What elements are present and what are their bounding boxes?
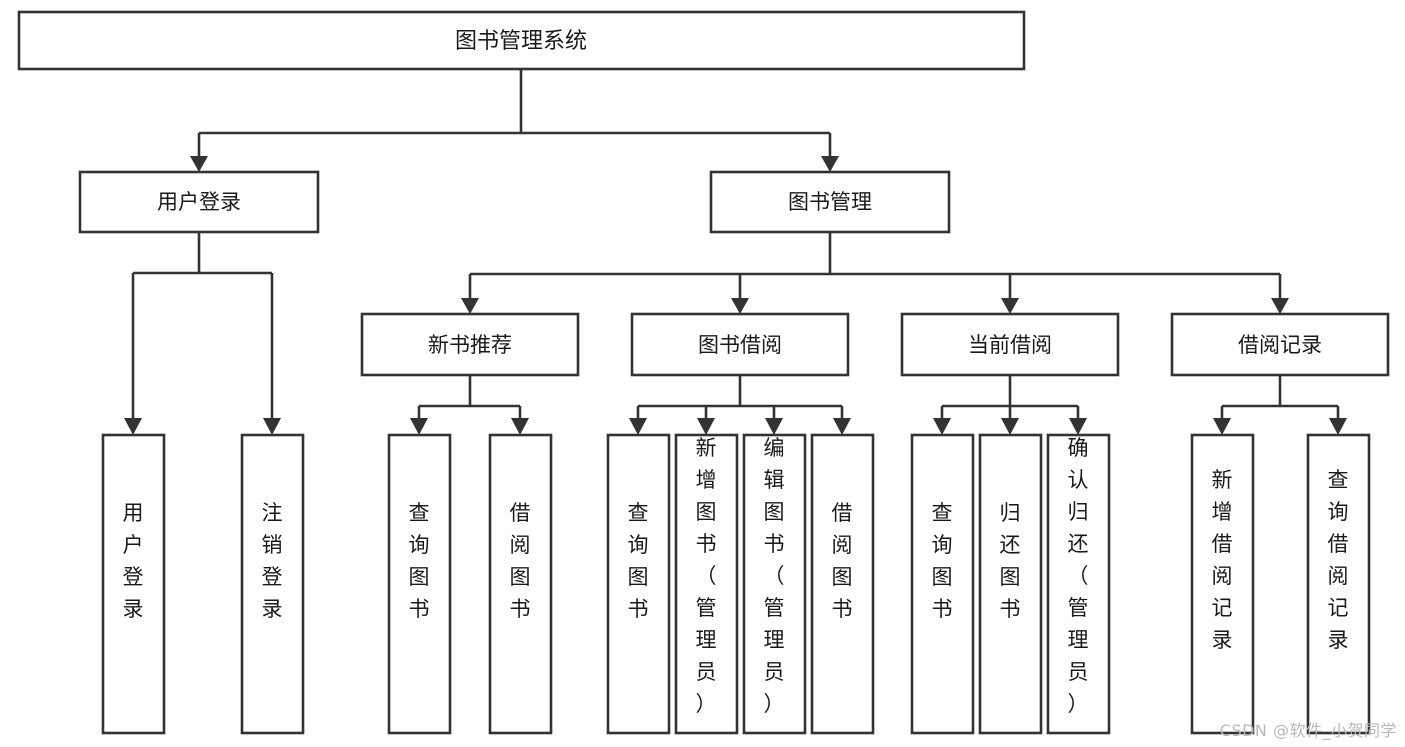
node-book-manage-label: 图书管理	[788, 190, 872, 214]
leaf-confirm-return-admin-box[interactable]	[1046, 433, 1111, 735]
leaf-edit-book-admin-box[interactable]	[742, 433, 807, 735]
csdn-watermark: CSDN @软件_小贺同学	[1219, 721, 1397, 740]
node-book-manage-box[interactable]	[709, 170, 951, 234]
leaf-logout-login-box[interactable]	[240, 433, 305, 735]
leaf-return-book-box[interactable]	[978, 433, 1043, 735]
node-new-book-recommend-box[interactable]	[360, 312, 580, 377]
leaf-user-login-box[interactable]	[101, 433, 166, 735]
leaf-add-book-admin-label: 新增图书（管理员）	[696, 436, 717, 716]
arrowhead-book-borrow	[731, 298, 749, 314]
node-book-manage[interactable]: 图书管理	[709, 170, 951, 234]
node-root[interactable]: 图书管理系统	[17, 10, 1026, 71]
arrowhead-leaf-user-login	[124, 418, 142, 435]
leaf-borrow-book-2-box[interactable]	[810, 433, 875, 735]
leaf-confirm-return-admin-label: 确认归还（管理员）	[1068, 436, 1089, 716]
arrowhead-leaf-borrow-book-1	[511, 418, 529, 435]
leaf-return-book[interactable]: 归还图书	[978, 433, 1043, 735]
node-user-login-box[interactable]	[78, 170, 320, 234]
arrowhead-leaf-query-book-3	[933, 418, 951, 435]
leaf-query-book-2-label: 查询图书	[628, 501, 649, 621]
arrowhead-leaf-query-book-1	[410, 418, 428, 435]
leaf-add-borrow-record[interactable]: 新增借阅记录	[1190, 433, 1255, 735]
node-borrow-record-label: 借阅记录	[1238, 333, 1322, 357]
node-user-login[interactable]: 用户登录	[78, 170, 320, 234]
node-root-label: 图书管理系统	[455, 29, 587, 54]
arrowhead-borrow-record	[1271, 298, 1289, 314]
leaf-edit-book-admin-label: 编辑图书（管理员）	[764, 436, 785, 716]
leaf-query-borrow-record-box[interactable]	[1306, 433, 1371, 735]
leaf-query-book-1[interactable]: 查询图书	[387, 433, 452, 735]
node-book-borrow-box[interactable]	[630, 312, 850, 377]
leaf-logout-login[interactable]: 注销登录	[240, 433, 305, 735]
arrowhead-leaf-query-borrow-record	[1329, 418, 1347, 435]
leaf-add-book-admin-box[interactable]	[674, 433, 739, 735]
leaf-borrow-book-2[interactable]: 借阅图书	[810, 433, 875, 735]
arrowhead-leaf-query-book-2	[629, 418, 647, 435]
leaf-add-borrow-record-label: 新增借阅记录	[1212, 468, 1233, 652]
leaf-query-book-3-label: 查询图书	[932, 501, 953, 621]
arrowhead-book-manage	[821, 156, 839, 172]
arrowhead-leaf-confirm-return-admin	[1069, 418, 1087, 435]
arrowhead-new-book-recommend	[461, 298, 479, 314]
node-book-borrow-label: 图书借阅	[698, 333, 782, 357]
arrowhead-user-login	[190, 156, 208, 172]
leaf-borrow-book-1[interactable]: 借阅图书	[488, 433, 553, 735]
leaf-query-book-3-box[interactable]	[910, 433, 975, 735]
arrowhead-current-borrow	[1001, 298, 1019, 314]
node-root-box[interactable]	[17, 10, 1026, 71]
arrowhead-leaf-add-borrow-record	[1213, 418, 1231, 435]
leaf-user-login[interactable]: 用户登录	[101, 433, 166, 735]
leaf-query-book-2[interactable]: 查询图书	[606, 433, 671, 735]
leaf-query-borrow-record-label: 查询借阅记录	[1328, 468, 1349, 652]
leaf-borrow-book-1-box[interactable]	[488, 433, 553, 735]
leaf-borrow-book-2-label: 借阅图书	[832, 501, 853, 621]
leaf-edit-book-admin[interactable]: 编辑图书（管理员）	[742, 433, 807, 735]
leaf-borrow-book-1-label: 借阅图书	[510, 501, 531, 621]
node-user-login-label: 用户登录	[157, 190, 241, 214]
node-current-borrow-label: 当前借阅	[968, 333, 1052, 357]
leaf-user-login-label: 用户登录	[123, 501, 144, 621]
arrowhead-leaf-add-book-admin	[697, 418, 715, 435]
arrowhead-leaf-logout-login	[263, 418, 281, 435]
node-borrow-record-box[interactable]	[1170, 312, 1390, 377]
node-book-borrow[interactable]: 图书借阅	[630, 312, 850, 377]
node-new-book-recommend-label: 新书推荐	[428, 333, 512, 357]
arrowhead-leaf-return-book	[1001, 418, 1019, 435]
leaf-query-borrow-record[interactable]: 查询借阅记录	[1306, 433, 1371, 735]
arrowhead-leaf-edit-book-admin	[765, 418, 783, 435]
leaf-confirm-return-admin[interactable]: 确认归还（管理员）	[1046, 433, 1111, 735]
leaf-add-borrow-record-box[interactable]	[1190, 433, 1255, 735]
node-borrow-record[interactable]: 借阅记录	[1170, 312, 1390, 377]
leaf-query-book-1-label: 查询图书	[409, 501, 430, 621]
connector-layer	[124, 69, 1347, 435]
leaf-return-book-label: 归还图书	[1000, 501, 1021, 621]
arrowhead-leaf-borrow-book-2	[833, 418, 851, 435]
leaf-logout-login-label: 注销登录	[262, 501, 283, 621]
leaf-query-book-1-box[interactable]	[387, 433, 452, 735]
leaf-query-book-3[interactable]: 查询图书	[910, 433, 975, 735]
leaf-add-book-admin[interactable]: 新增图书（管理员）	[674, 433, 739, 735]
node-current-borrow-box[interactable]	[900, 312, 1120, 377]
leaf-query-book-2-box[interactable]	[606, 433, 671, 735]
node-new-book-recommend[interactable]: 新书推荐	[360, 312, 580, 377]
node-current-borrow[interactable]: 当前借阅	[900, 312, 1120, 377]
